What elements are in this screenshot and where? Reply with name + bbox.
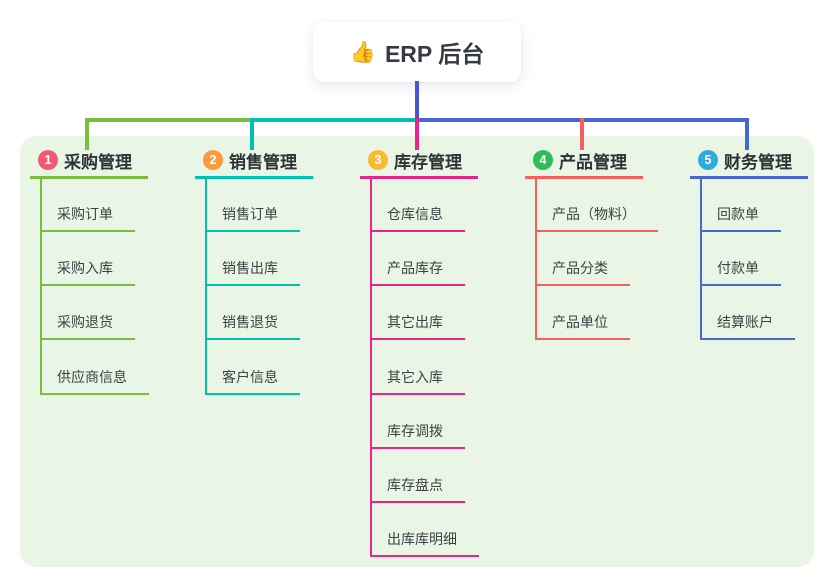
child-node[interactable]: 销售退货 bbox=[205, 315, 300, 341]
child-node[interactable]: 采购退货 bbox=[40, 315, 135, 341]
root-connector-line bbox=[415, 81, 419, 122]
child-node[interactable]: 出库库明细 bbox=[370, 532, 479, 558]
branch-underline bbox=[525, 176, 643, 179]
branch-child-connector-line bbox=[40, 178, 42, 395]
connector-drop-5 bbox=[745, 118, 749, 150]
branch-number-badge: 1 bbox=[38, 150, 58, 170]
child-node[interactable]: 付款单 bbox=[700, 261, 781, 287]
branch-child-connector-line bbox=[205, 178, 207, 395]
branch-number-badge: 5 bbox=[698, 150, 718, 170]
branch-underline bbox=[30, 176, 148, 179]
child-node[interactable]: 库存调拨 bbox=[370, 424, 465, 449]
branch-header-1[interactable]: 1 采购管理 bbox=[38, 149, 132, 172]
child-node[interactable]: 销售订单 bbox=[205, 207, 300, 232]
connector-drop-2 bbox=[250, 118, 254, 150]
branch-label: 采购管理 bbox=[64, 152, 132, 172]
child-node[interactable]: 其它入库 bbox=[370, 370, 465, 395]
connector-drop-1 bbox=[85, 118, 89, 150]
branch-label: 产品管理 bbox=[559, 152, 627, 172]
child-node[interactable]: 产品单位 bbox=[535, 315, 630, 341]
child-node[interactable]: 采购订单 bbox=[40, 207, 135, 232]
child-node[interactable]: 结算账户 bbox=[700, 315, 795, 341]
connector-horizontal-2 bbox=[250, 118, 419, 122]
connector-horizontal-1 bbox=[85, 118, 254, 122]
branch-underline bbox=[360, 176, 478, 179]
connector-drop-3 bbox=[415, 118, 419, 150]
child-node[interactable]: 销售出库 bbox=[205, 261, 300, 287]
branch-header-3[interactable]: 3 库存管理 bbox=[368, 149, 462, 172]
child-node[interactable]: 客户信息 bbox=[205, 370, 300, 395]
child-node[interactable]: 回款单 bbox=[700, 207, 781, 232]
branch-number-badge: 3 bbox=[368, 150, 388, 170]
branch-child-connector-line bbox=[700, 178, 702, 341]
child-node[interactable]: 产品（物料） bbox=[535, 207, 658, 232]
branch-label: 财务管理 bbox=[724, 152, 792, 172]
branches-panel bbox=[20, 136, 814, 567]
branch-number-badge: 2 bbox=[203, 150, 223, 170]
branch-label: 销售管理 bbox=[229, 152, 297, 172]
thumbs-up-icon: 👍 bbox=[349, 40, 376, 64]
branch-label: 库存管理 bbox=[394, 152, 462, 172]
branch-header-2[interactable]: 2 销售管理 bbox=[203, 149, 297, 172]
child-node[interactable]: 仓库信息 bbox=[370, 207, 465, 232]
child-node[interactable]: 供应商信息 bbox=[40, 370, 149, 395]
root-label: ERP 后台 bbox=[384, 41, 485, 67]
branch-underline bbox=[195, 176, 313, 179]
branch-child-connector-line bbox=[370, 178, 372, 558]
root-node[interactable]: 👍 ERP 后台 bbox=[313, 22, 521, 82]
connector-drop-4 bbox=[580, 118, 584, 150]
child-node[interactable]: 采购入库 bbox=[40, 261, 135, 287]
branch-header-4[interactable]: 4 产品管理 bbox=[533, 149, 627, 172]
branch-underline bbox=[690, 176, 808, 179]
child-node[interactable]: 产品分类 bbox=[535, 261, 630, 287]
child-node[interactable]: 其它出库 bbox=[370, 315, 465, 341]
branch-number-badge: 4 bbox=[533, 150, 553, 170]
branch-header-5[interactable]: 5 财务管理 bbox=[698, 149, 792, 172]
child-node[interactable]: 库存盘点 bbox=[370, 478, 465, 503]
child-node[interactable]: 产品库存 bbox=[370, 261, 465, 287]
branch-child-connector-line bbox=[535, 178, 537, 341]
